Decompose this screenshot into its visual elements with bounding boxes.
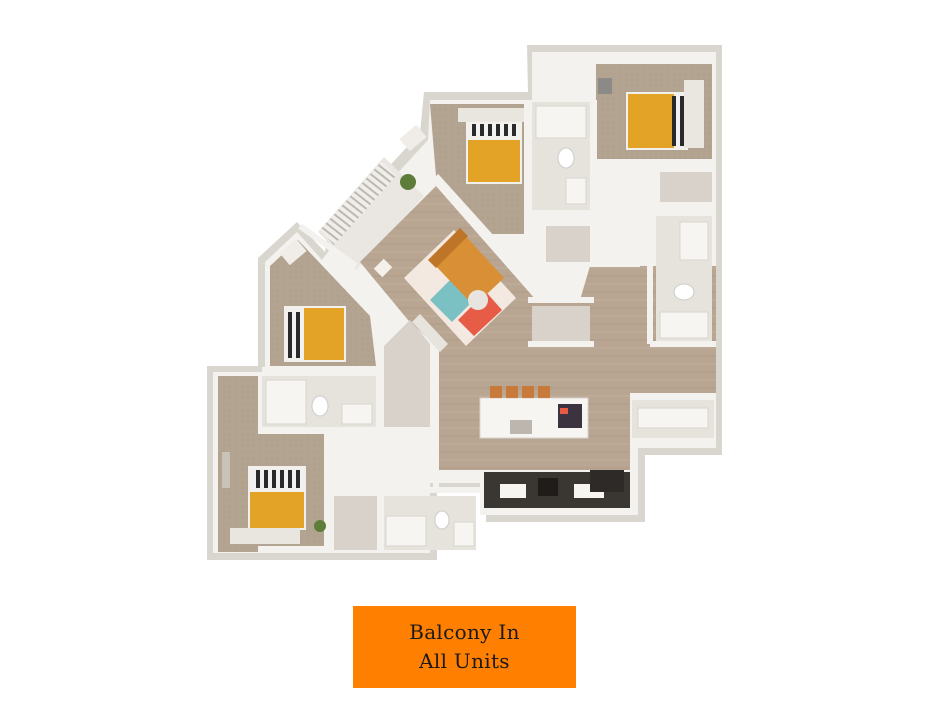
floor-plan-illustration (207, 45, 722, 560)
bathroom-north (532, 102, 590, 210)
bedroom-northeast (596, 64, 712, 160)
balcony (318, 157, 424, 270)
bathroom-west (262, 376, 376, 428)
closets (334, 172, 712, 550)
bathroom-east (656, 216, 712, 342)
bathroom-south (384, 496, 476, 550)
kitchen (479, 386, 630, 508)
bar-stools (490, 386, 550, 398)
banner-line-2: All Units (419, 649, 510, 673)
bedroom-southwest (218, 376, 326, 552)
balcony-banner: Balcony In All Units (353, 606, 576, 688)
laundry-closet (632, 400, 714, 438)
bedroom-north (399, 104, 524, 234)
interior-walls (262, 100, 716, 553)
banner-line-1: Balcony In (409, 620, 520, 644)
bedroom-west (270, 238, 376, 366)
